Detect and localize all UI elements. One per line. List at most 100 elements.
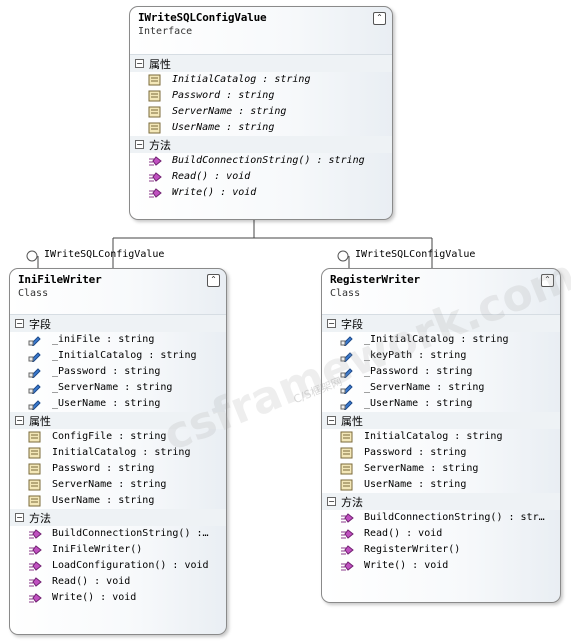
field-icon bbox=[340, 334, 354, 347]
minus-icon[interactable]: − bbox=[135, 59, 144, 68]
list-item[interactable]: InitialCatalog : string bbox=[10, 445, 226, 461]
member-text: _UserName : string bbox=[52, 398, 161, 409]
list-item[interactable]: UserName : string bbox=[130, 120, 392, 136]
field-icon bbox=[28, 350, 42, 363]
list-item[interactable]: _ServerName : string bbox=[10, 380, 226, 396]
interface-box[interactable]: IWriteSQLConfigValue Interface ⌃ −属性 Ini… bbox=[129, 6, 393, 220]
field-icon bbox=[340, 350, 354, 363]
section-label: 方法 bbox=[29, 512, 51, 525]
member-text: _Password : string bbox=[364, 366, 473, 377]
member-text: _ServerName : string bbox=[364, 382, 485, 393]
list-item[interactable]: _ServerName : string bbox=[322, 380, 560, 396]
member-text: ServerName : string bbox=[364, 463, 479, 474]
list-item[interactable]: Password : string bbox=[10, 461, 226, 477]
minus-icon[interactable]: − bbox=[135, 140, 144, 149]
list-item[interactable]: Read() : void bbox=[322, 526, 560, 542]
section-methods[interactable]: −方法 bbox=[130, 136, 392, 153]
field-icon bbox=[340, 398, 354, 411]
member-text: ConfigFile : string bbox=[52, 431, 167, 442]
list-item[interactable]: ConfigFile : string bbox=[10, 429, 226, 445]
list-item[interactable]: InitialCatalog : string bbox=[322, 429, 560, 445]
method-icon bbox=[148, 171, 162, 183]
list-item[interactable]: ServerName : string bbox=[130, 104, 392, 120]
minus-icon[interactable]: − bbox=[15, 513, 24, 522]
section-label: 属性 bbox=[29, 415, 51, 428]
list-item[interactable]: Write() : void bbox=[130, 185, 392, 201]
property-icon bbox=[28, 431, 42, 443]
member-text: LoadConfiguration() : void bbox=[52, 560, 209, 571]
collapse-icon[interactable]: ⌃ bbox=[541, 274, 554, 287]
minus-icon[interactable]: − bbox=[327, 319, 336, 328]
section-label: 属性 bbox=[149, 58, 171, 71]
class-box-inifilewriter[interactable]: IniFileWriter Class ⌃ −字段 _iniFile : str… bbox=[9, 268, 227, 635]
minus-icon[interactable]: − bbox=[15, 319, 24, 328]
member-text: Write() : void bbox=[52, 592, 137, 603]
list-item[interactable]: _keyPath : string bbox=[322, 348, 560, 364]
list-item[interactable]: BuildConnectionString() :… bbox=[10, 526, 226, 542]
list-item[interactable]: BuildConnectionString() : string bbox=[130, 153, 392, 169]
list-item[interactable]: RegisterWriter() bbox=[322, 542, 560, 558]
property-icon bbox=[28, 479, 42, 491]
collapse-icon[interactable]: ⌃ bbox=[207, 274, 220, 287]
list-item[interactable]: _Password : string bbox=[322, 364, 560, 380]
list-item[interactable]: _Password : string bbox=[10, 364, 226, 380]
section-fields[interactable]: −字段 bbox=[10, 315, 226, 332]
member-text: UserName : string bbox=[52, 495, 155, 506]
list-item[interactable]: Read() : void bbox=[10, 574, 226, 590]
member-text: Password : string bbox=[52, 463, 155, 474]
property-icon bbox=[148, 106, 162, 118]
minus-icon[interactable]: − bbox=[15, 416, 24, 425]
method-icon bbox=[28, 528, 42, 540]
class-header: IniFileWriter Class ⌃ bbox=[10, 269, 226, 315]
list-item[interactable]: InitialCatalog : string bbox=[130, 72, 392, 88]
list-item[interactable]: Write() : void bbox=[322, 558, 560, 574]
member-text: InitialCatalog : string bbox=[52, 447, 191, 458]
list-item[interactable]: ServerName : string bbox=[10, 477, 226, 493]
list-item[interactable]: ServerName : string bbox=[322, 461, 560, 477]
section-properties[interactable]: −属性 bbox=[322, 412, 560, 429]
member-text: _InitialCatalog : string bbox=[52, 350, 197, 361]
interface-header: IWriteSQLConfigValue Interface ⌃ bbox=[130, 7, 392, 55]
list-item[interactable]: _iniFile : string bbox=[10, 332, 226, 348]
member-text: BuildConnectionString() : string bbox=[172, 155, 365, 166]
field-icon bbox=[28, 334, 42, 347]
property-icon bbox=[148, 90, 162, 102]
list-item[interactable]: Read() : void bbox=[130, 169, 392, 185]
list-item[interactable]: UserName : string bbox=[322, 477, 560, 493]
section-methods[interactable]: −方法 bbox=[322, 493, 560, 510]
member-text: IniFileWriter() bbox=[52, 544, 143, 555]
list-item[interactable]: UserName : string bbox=[10, 493, 226, 509]
left-lollipop-label: IWriteSQLConfigValue bbox=[44, 249, 165, 260]
list-item[interactable]: _InitialCatalog : string bbox=[322, 332, 560, 348]
section-methods[interactable]: −方法 bbox=[10, 509, 226, 526]
list-item[interactable]: LoadConfiguration() : void bbox=[10, 558, 226, 574]
section-properties[interactable]: −属性 bbox=[10, 412, 226, 429]
list-item[interactable]: Write() : void bbox=[10, 590, 226, 606]
section-label: 方法 bbox=[149, 139, 171, 152]
member-text: _iniFile : string bbox=[52, 334, 155, 345]
list-item[interactable]: Password : string bbox=[322, 445, 560, 461]
list-item[interactable]: IniFileWriter() bbox=[10, 542, 226, 558]
member-text: Write() : void bbox=[364, 560, 449, 571]
minus-icon[interactable]: − bbox=[327, 416, 336, 425]
property-icon bbox=[340, 479, 354, 491]
member-text: ServerName : string bbox=[52, 479, 167, 490]
minus-icon[interactable]: − bbox=[327, 497, 336, 506]
list-item[interactable]: _InitialCatalog : string bbox=[10, 348, 226, 364]
member-text: UserName : string bbox=[172, 122, 275, 133]
section-label: 方法 bbox=[341, 496, 363, 509]
property-icon bbox=[148, 74, 162, 86]
method-icon bbox=[148, 155, 162, 167]
section-properties[interactable]: −属性 bbox=[130, 55, 392, 72]
list-item[interactable]: _UserName : string bbox=[10, 396, 226, 412]
list-item[interactable]: BuildConnectionString() : str… bbox=[322, 510, 560, 526]
collapse-icon[interactable]: ⌃ bbox=[373, 12, 386, 25]
member-text: Password : string bbox=[364, 447, 467, 458]
list-item[interactable]: Password : string bbox=[130, 88, 392, 104]
class-title: IniFileWriter bbox=[18, 273, 102, 286]
method-icon bbox=[28, 592, 42, 604]
interface-title: IWriteSQLConfigValue bbox=[138, 11, 267, 24]
class-box-registerwriter[interactable]: RegisterWriter Class ⌃ −字段 _InitialCatal… bbox=[321, 268, 561, 603]
list-item[interactable]: _UserName : string bbox=[322, 396, 560, 412]
section-fields[interactable]: −字段 bbox=[322, 315, 560, 332]
